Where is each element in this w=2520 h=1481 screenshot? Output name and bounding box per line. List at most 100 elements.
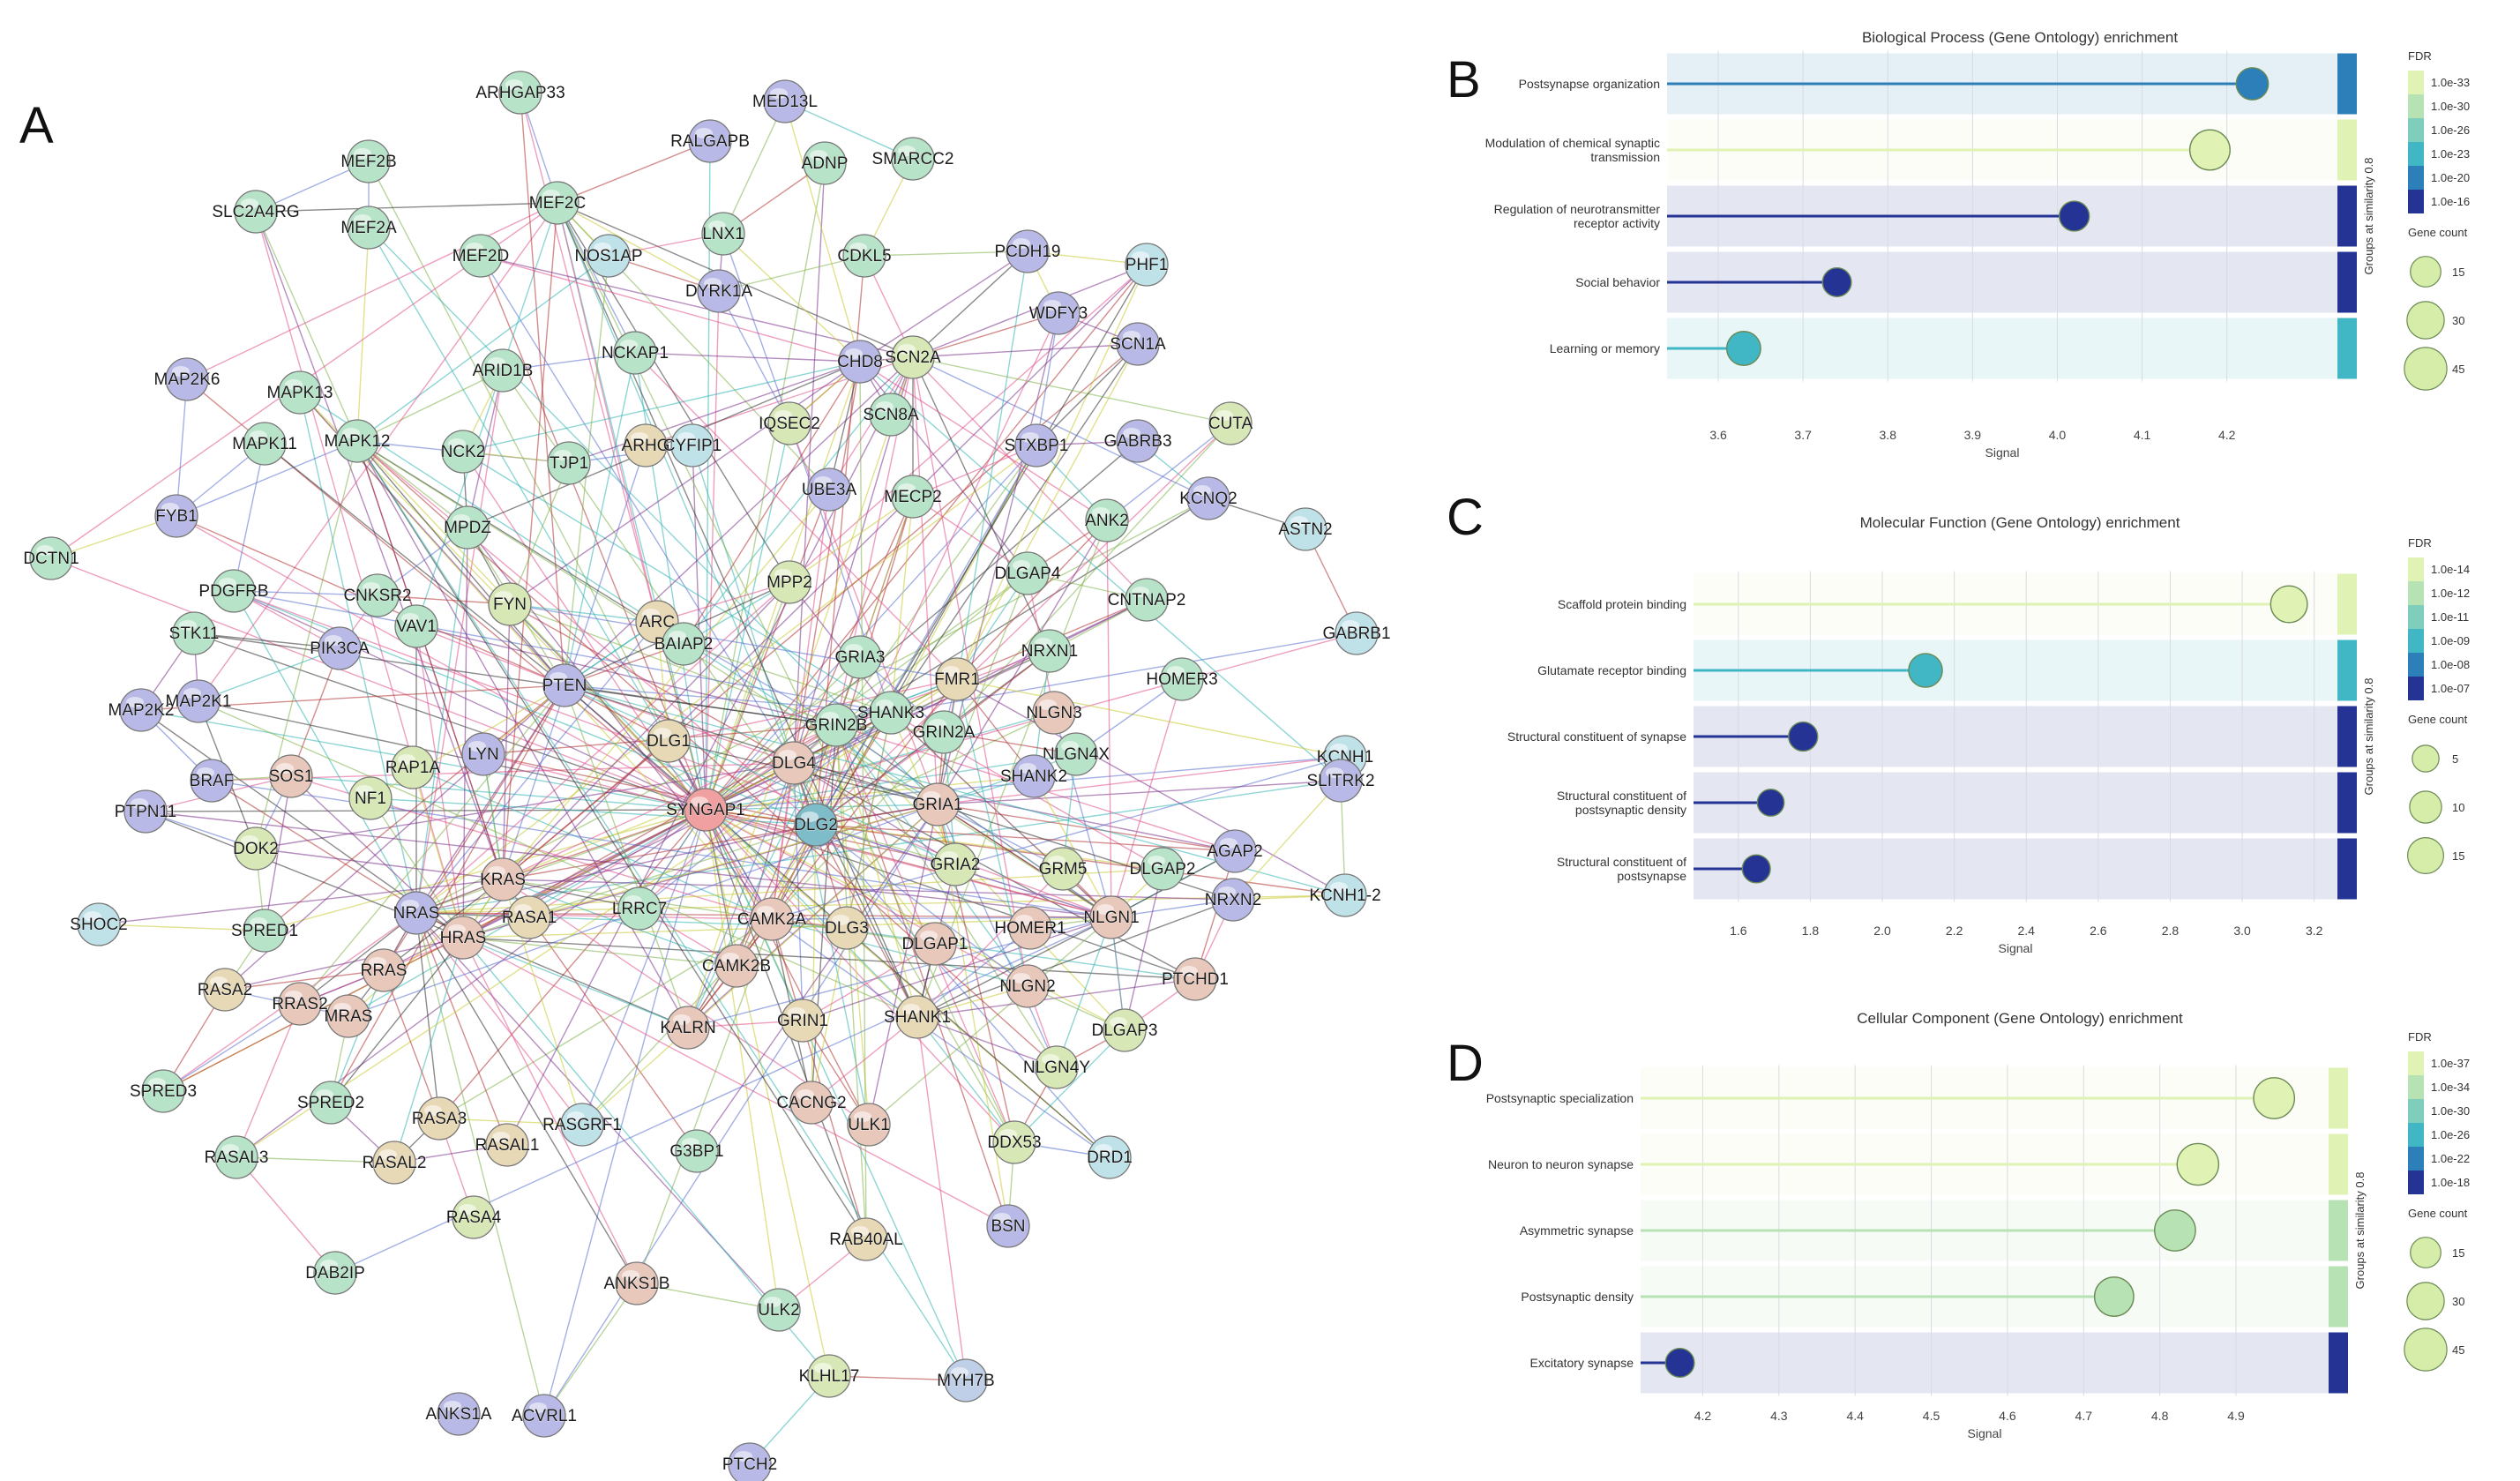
network-edge: [916, 899, 1234, 1018]
node-highlight: [920, 931, 938, 941]
node-label: BRAF: [190, 772, 235, 790]
network-edge: [864, 251, 1028, 257]
network-edge: [912, 343, 1139, 358]
network-edge: [502, 489, 830, 880]
network-node: GRIN2B: [804, 703, 868, 747]
node-highlight: [929, 719, 946, 729]
network-node: DYRK1A: [685, 269, 753, 313]
network-edge: [815, 423, 1231, 826]
network-edge: [916, 1016, 967, 1381]
network-node: SPRED2: [297, 1081, 364, 1125]
gene-count-legend-title: Gene count: [2408, 713, 2468, 726]
node-highlight: [355, 785, 373, 796]
category-label: Postsynaptic specialization: [1486, 1091, 1634, 1105]
network-edge: [916, 978, 1196, 1018]
x-tick-label: 2.0: [1873, 924, 1891, 938]
network-node: SOS1: [268, 754, 314, 798]
network-edge: [771, 756, 1346, 920]
network-node: RASA2: [198, 968, 252, 1012]
network-edge: [828, 361, 861, 490]
network-edge: [415, 625, 565, 686]
network-edge: [916, 927, 1031, 1018]
category-label: Scaffold protein binding: [1558, 597, 1686, 611]
node-label: SHANK2: [1000, 767, 1067, 786]
node-label: HRAS: [440, 929, 487, 947]
network-edge: [264, 775, 292, 931]
node-label: SHOC2: [70, 916, 127, 934]
network-edge: [793, 762, 804, 1021]
network-edge: [438, 1118, 583, 1126]
network-edge: [176, 440, 358, 517]
node-highlight: [849, 243, 867, 253]
network-node: SCN1A: [1110, 322, 1166, 366]
x-tick-label: 2.2: [1946, 924, 1963, 938]
network-node: NOS1AP: [574, 234, 643, 278]
node-highlight: [1215, 410, 1233, 421]
network-node: KRAS: [480, 857, 526, 901]
network-node: ACVRL1: [512, 1394, 577, 1438]
fdr-legend-title: FDR: [2408, 536, 2432, 550]
network-edge: [722, 233, 892, 714]
node-label: MAPK11: [232, 435, 297, 453]
node-label: RASA1: [502, 909, 557, 927]
node-highlight: [492, 1132, 510, 1142]
network-node: PDGFRB: [198, 569, 269, 613]
network-node: SYNGAP1: [666, 788, 745, 832]
network-edge: [771, 918, 867, 1240]
node-highlight: [401, 613, 419, 624]
network-edge: [480, 255, 914, 358]
network-node: MEF2B: [340, 139, 397, 183]
node-label: HOMER3: [1146, 670, 1217, 689]
node-label: GABRB3: [1103, 432, 1171, 451]
node-label: MED13L: [752, 93, 818, 111]
network-node: KCNQ2: [1179, 476, 1238, 520]
network-edge: [145, 811, 1112, 918]
network-edge: [557, 202, 720, 292]
node-highlight: [325, 635, 342, 646]
node-highlight: [902, 1004, 920, 1014]
size-legend-label: 15: [2452, 266, 2464, 279]
node-highlight: [285, 379, 303, 390]
lollipop-point: [1788, 721, 1819, 752]
lollipop-point: [2269, 585, 2308, 624]
network-edge: [236, 1156, 395, 1163]
node-highlight: [354, 148, 371, 159]
network-edge: [581, 804, 938, 1126]
network-edge: [890, 445, 1037, 714]
fdr-legend-label: 1.0e-30: [2431, 100, 2470, 113]
node-label: STXBP1: [1005, 437, 1069, 455]
network-node: SHANK1: [884, 995, 951, 1039]
node-highlight: [1013, 560, 1030, 571]
network-edge: [462, 937, 689, 1028]
node-highlight: [161, 503, 179, 513]
network-edge: [835, 724, 1028, 987]
node-highlight: [1095, 1144, 1112, 1155]
node-label: DLGAP1: [902, 935, 968, 954]
network-node: ARHG: [621, 423, 670, 467]
node-highlight: [197, 767, 214, 778]
network-node: RASA4: [446, 1195, 502, 1239]
network-node: PTCHD1: [1162, 957, 1229, 1001]
node-label: GRIN1: [777, 1012, 828, 1030]
network-edge: [815, 264, 1148, 826]
network-edge: [356, 440, 817, 826]
network-node: ARHGAP33: [475, 71, 565, 115]
network-edge: [956, 678, 1346, 896]
node-highlight: [845, 644, 863, 654]
node-highlight: [923, 791, 940, 802]
node-label: ACVRL1: [512, 1407, 577, 1425]
network-edge: [528, 804, 938, 918]
network-edge: [415, 824, 817, 914]
network-node: SCN8A: [863, 393, 919, 437]
node-label: NRXN2: [1205, 891, 1261, 909]
network-node: MECP2: [884, 475, 942, 519]
network-node: ULK2: [757, 1288, 801, 1332]
node-label: ASTN2: [1278, 520, 1332, 539]
chart-title: Cellular Component (Gene Ontology) enric…: [1857, 1010, 2183, 1027]
node-label: NCK2: [441, 443, 486, 461]
node-highlight: [942, 666, 960, 677]
network-edge: [415, 912, 508, 1146]
